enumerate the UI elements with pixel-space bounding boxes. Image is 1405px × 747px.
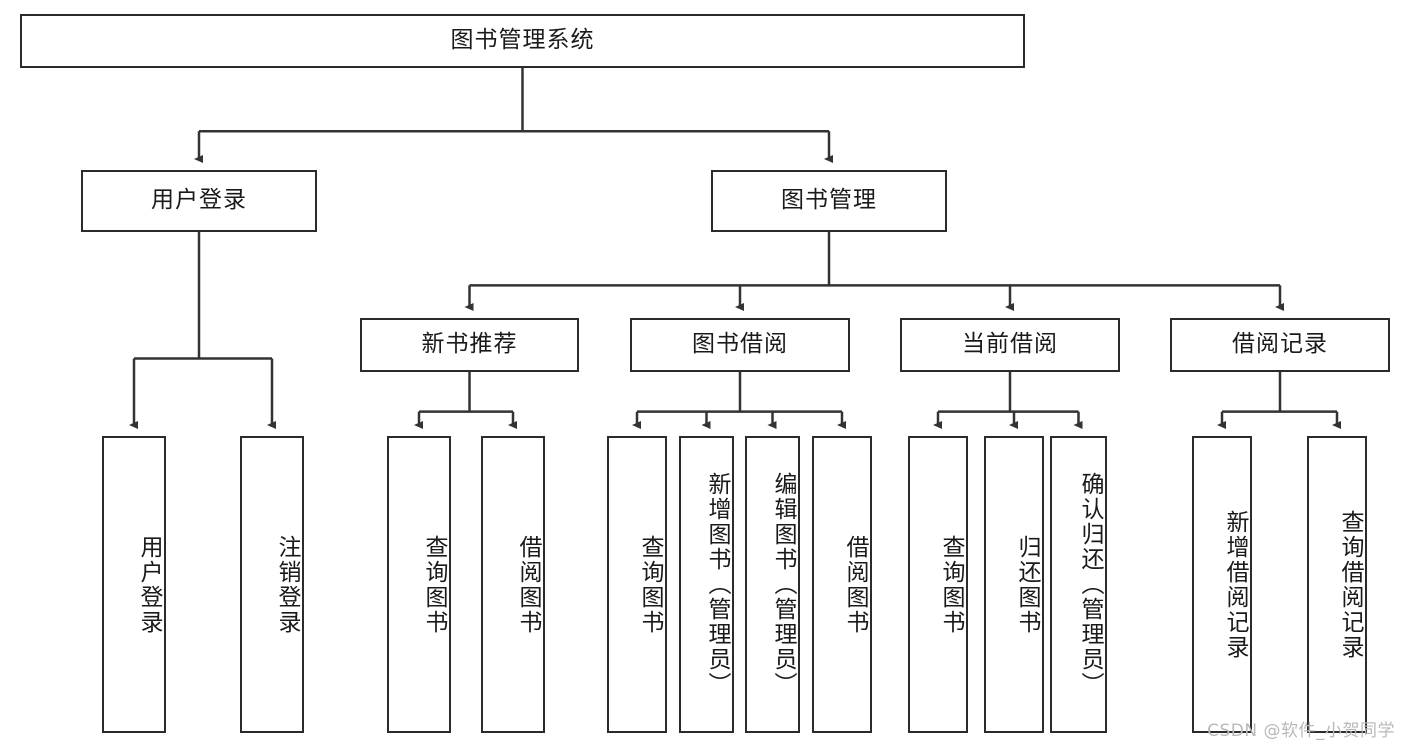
node-leaf-confirm-return-admin[interactable]: 确认归还（管理员）: [1050, 436, 1107, 733]
node-label: 借阅图书: [515, 534, 541, 635]
node-leaf-user-login[interactable]: 用户登录: [102, 436, 166, 733]
node-label: 新增图书（管理员）: [704, 472, 730, 697]
node-label: 确认归还（管理员）: [1077, 472, 1103, 697]
node-leaf-add-borrow-record[interactable]: 新增借阅记录: [1192, 436, 1252, 733]
node-book-borrow[interactable]: 图书借阅: [630, 318, 850, 372]
node-label: 查询借阅记录: [1337, 509, 1363, 660]
node-label: 图书管理系统: [450, 27, 595, 54]
node-leaf-query-book-current[interactable]: 查询图书: [908, 436, 968, 733]
node-label: 查询图书: [637, 534, 663, 635]
node-leaf-query-book-borrow[interactable]: 查询图书: [607, 436, 667, 733]
node-new-book-recommend[interactable]: 新书推荐: [360, 318, 579, 372]
node-leaf-add-book-admin[interactable]: 新增图书（管理员）: [679, 436, 734, 733]
node-label: 归还图书: [1014, 534, 1040, 635]
node-label: 当前借阅: [962, 331, 1058, 358]
node-label: 新书推荐: [421, 331, 518, 358]
node-leaf-borrow-book-rec[interactable]: 借阅图书: [481, 436, 545, 733]
node-label: 查询图书: [938, 534, 964, 635]
node-root[interactable]: 图书管理系统: [20, 14, 1025, 68]
node-leaf-logout[interactable]: 注销登录: [240, 436, 304, 733]
node-borrow-record[interactable]: 借阅记录: [1170, 318, 1390, 372]
node-label: 编辑图书（管理员）: [770, 472, 796, 697]
node-leaf-return-book[interactable]: 归还图书: [984, 436, 1044, 733]
node-label: 用户登录: [136, 534, 162, 635]
node-user-login[interactable]: 用户登录: [81, 170, 317, 232]
node-current-borrow[interactable]: 当前借阅: [900, 318, 1120, 372]
node-book-manage[interactable]: 图书管理: [711, 170, 947, 232]
node-label: 借阅记录: [1232, 331, 1328, 358]
node-label: 用户登录: [151, 187, 247, 214]
node-label: 图书借阅: [692, 331, 788, 358]
node-label: 注销登录: [274, 534, 300, 635]
node-leaf-edit-book-admin[interactable]: 编辑图书（管理员）: [745, 436, 800, 733]
node-leaf-query-borrow-record[interactable]: 查询借阅记录: [1307, 436, 1367, 733]
node-label: 新增借阅记录: [1222, 509, 1248, 660]
node-leaf-query-book-rec[interactable]: 查询图书: [387, 436, 451, 733]
watermark-text: CSDN @软件_小贺同学: [1207, 721, 1395, 741]
node-label: 查询图书: [421, 534, 447, 635]
node-label: 借阅图书: [842, 534, 868, 635]
node-label: 图书管理: [781, 187, 877, 214]
node-leaf-borrow-book[interactable]: 借阅图书: [812, 436, 872, 733]
